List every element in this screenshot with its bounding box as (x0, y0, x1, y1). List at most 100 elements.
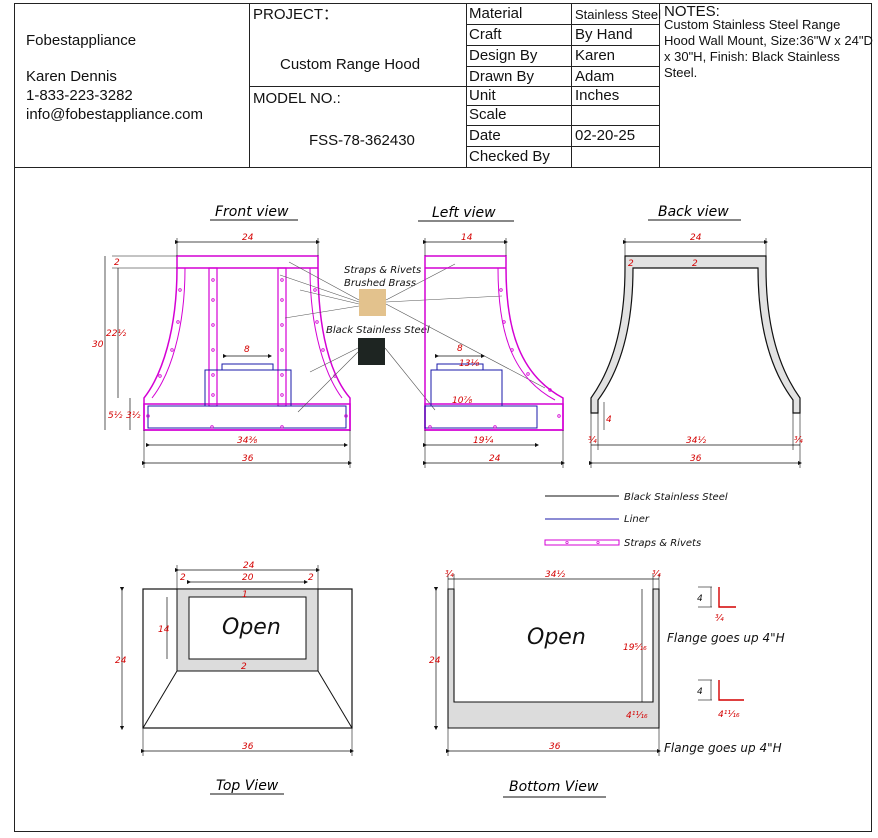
row-label: Checked By (469, 148, 550, 165)
material-callouts: Straps & Rivets Brushed Brass Black Stai… (279, 261, 546, 413)
back-view: 24 2 2 4 ¾ 34½ ¾ 36 (588, 233, 803, 468)
black-ss-swatch (358, 338, 385, 365)
left-rivets (428, 288, 561, 429)
back-view-title: Back view (658, 204, 729, 220)
flange-detail-lower: 4 4¹¹⁄₁₆ Flange goes up 4"H (664, 679, 782, 755)
flange1-note: Flange goes up 4"H (667, 631, 785, 645)
top-view-title: Top View (216, 778, 279, 794)
title-block-divider (659, 3, 660, 168)
bottom-dim-leg-l: ¾ (445, 570, 454, 580)
front-liner-base (147, 405, 347, 429)
table-rule (466, 66, 659, 67)
left-liner-base (424, 405, 538, 429)
bottom-view-title: Bottom View (509, 779, 599, 795)
left-dim-width: 24 (489, 454, 501, 464)
bottom-view: Open ¾ 34½ ¾ 24 19⁵⁄₁₆ 4¹¹⁄₁₆ 36 (429, 570, 785, 756)
front-liner-top (221, 363, 274, 371)
left-dim-liner: 8 (457, 344, 463, 354)
row-label: Drawn By (469, 68, 535, 85)
row-label: Scale (469, 106, 507, 123)
table-rule (466, 45, 659, 46)
callout-straps-line1: Straps & Rivets (344, 265, 421, 276)
front-strap-left (208, 267, 218, 407)
table-rule (466, 125, 659, 126)
left-view-title: Left view (432, 205, 496, 221)
legend-label-black-ss: Black Stainless Steel (624, 492, 728, 503)
flange2-thickness: 4¹¹⁄₁₆ (718, 710, 740, 720)
back-dim-leg-l: ¾ (588, 436, 597, 446)
row-label: Craft (469, 26, 502, 43)
title-block-divider (249, 3, 250, 168)
bottom-dim-base-h: 4¹¹⁄₁₆ (626, 711, 648, 721)
front-dim-height: 30 (92, 340, 104, 350)
bottom-tray (447, 588, 660, 729)
front-strap-right (277, 267, 287, 407)
row-label: Date (469, 127, 501, 144)
top-diag-right (317, 670, 353, 729)
flange2-height: 4 (697, 687, 703, 697)
row-value: Karen (575, 47, 616, 64)
callout-black-ss: Black Stainless Steel (326, 325, 430, 336)
back-shell (590, 255, 801, 414)
contact-phone: 1-833-223-3282 (26, 87, 133, 104)
legend-swatch-straps (544, 539, 620, 546)
front-dim-width: 36 (242, 454, 254, 464)
back-dim-flange: 4 (606, 415, 612, 425)
top-dim-depth: 24 (115, 656, 127, 666)
back-dim-leg-r: ¾ (794, 436, 803, 446)
table-rule (466, 86, 659, 87)
notes-label: NOTES: (664, 3, 720, 20)
contact-name: Karen Dennis (26, 68, 117, 85)
bottom-dim-leg-r: ¾ (652, 570, 661, 580)
company-name: Fobestappliance (26, 32, 137, 49)
front-hood-inner (151, 267, 343, 399)
back-dim-wall-r: 2 (692, 259, 698, 269)
drawing-area-frame (14, 167, 872, 832)
brass-swatch (359, 289, 386, 316)
front-view: 24 2 30 22½ 5½ 3½ 8 34⅜ 36 (92, 233, 353, 468)
bottom-dim-inner: 34½ (545, 570, 565, 580)
top-diag-left (142, 670, 178, 729)
left-view: 14 8 13⅛ 10⅞ 19¼ 24 (422, 233, 566, 468)
top-dim-outer: 24 (243, 561, 255, 571)
bottom-dim-width: 36 (549, 742, 561, 752)
top-dim-width: 36 (242, 742, 254, 752)
left-dim-liner-b: 10⅞ (452, 396, 472, 406)
bottom-dim-depth: 24 (429, 656, 441, 666)
top-dim-open-h: 14 (158, 625, 170, 635)
front-dim-base2: 3½ (126, 411, 141, 421)
top-dim-inner: 20 (242, 573, 254, 583)
row-label: Design By (469, 47, 538, 64)
front-dim-top: 24 (242, 233, 254, 243)
bottom-dim-side-h: 19⁵⁄₁₆ (623, 643, 647, 653)
flange2-note: Flange goes up 4"H (664, 741, 782, 755)
back-dim-top: 24 (690, 233, 702, 243)
front-dim-strap-top: 2 (114, 258, 120, 268)
back-dim-inner: 34½ (686, 436, 706, 446)
flange1-height: 4 (697, 594, 703, 604)
flange1-thickness: ¾ (715, 614, 724, 624)
row-label: Material (469, 5, 523, 22)
left-dim-top: 14 (461, 233, 473, 243)
top-view: Open 24 20 2 2 1 14 2 24 36 (115, 561, 355, 756)
left-liner-top (436, 363, 484, 371)
model-label: MODEL NO.: (253, 90, 341, 107)
legend: Black Stainless Steel Liner Straps & Riv… (544, 492, 728, 549)
model-value: FSS-78-362430 (309, 132, 415, 149)
left-hood-outline (424, 255, 564, 431)
notes-text: Custom Stainless Steel Range Hood Wall M… (664, 17, 873, 80)
back-dim-width: 36 (690, 454, 702, 464)
top-dim-side-r: 2 (308, 573, 314, 583)
legend-label-liner: Liner (624, 514, 650, 525)
front-dim-base1: 5½ (108, 411, 123, 421)
front-view-title: Front view (215, 204, 289, 220)
table-rule (466, 105, 659, 106)
back-dim-wall-l: 2 (628, 259, 634, 269)
top-open-label: Open (222, 615, 281, 640)
front-dim-liner: 8 (244, 345, 250, 355)
row-value: By Hand (575, 26, 633, 43)
row-label: Unit (469, 87, 496, 104)
legend-label-straps: Straps & Rivets (624, 538, 701, 549)
flange-detail-upper: 4 ¾ Flange goes up 4"H (667, 586, 785, 645)
